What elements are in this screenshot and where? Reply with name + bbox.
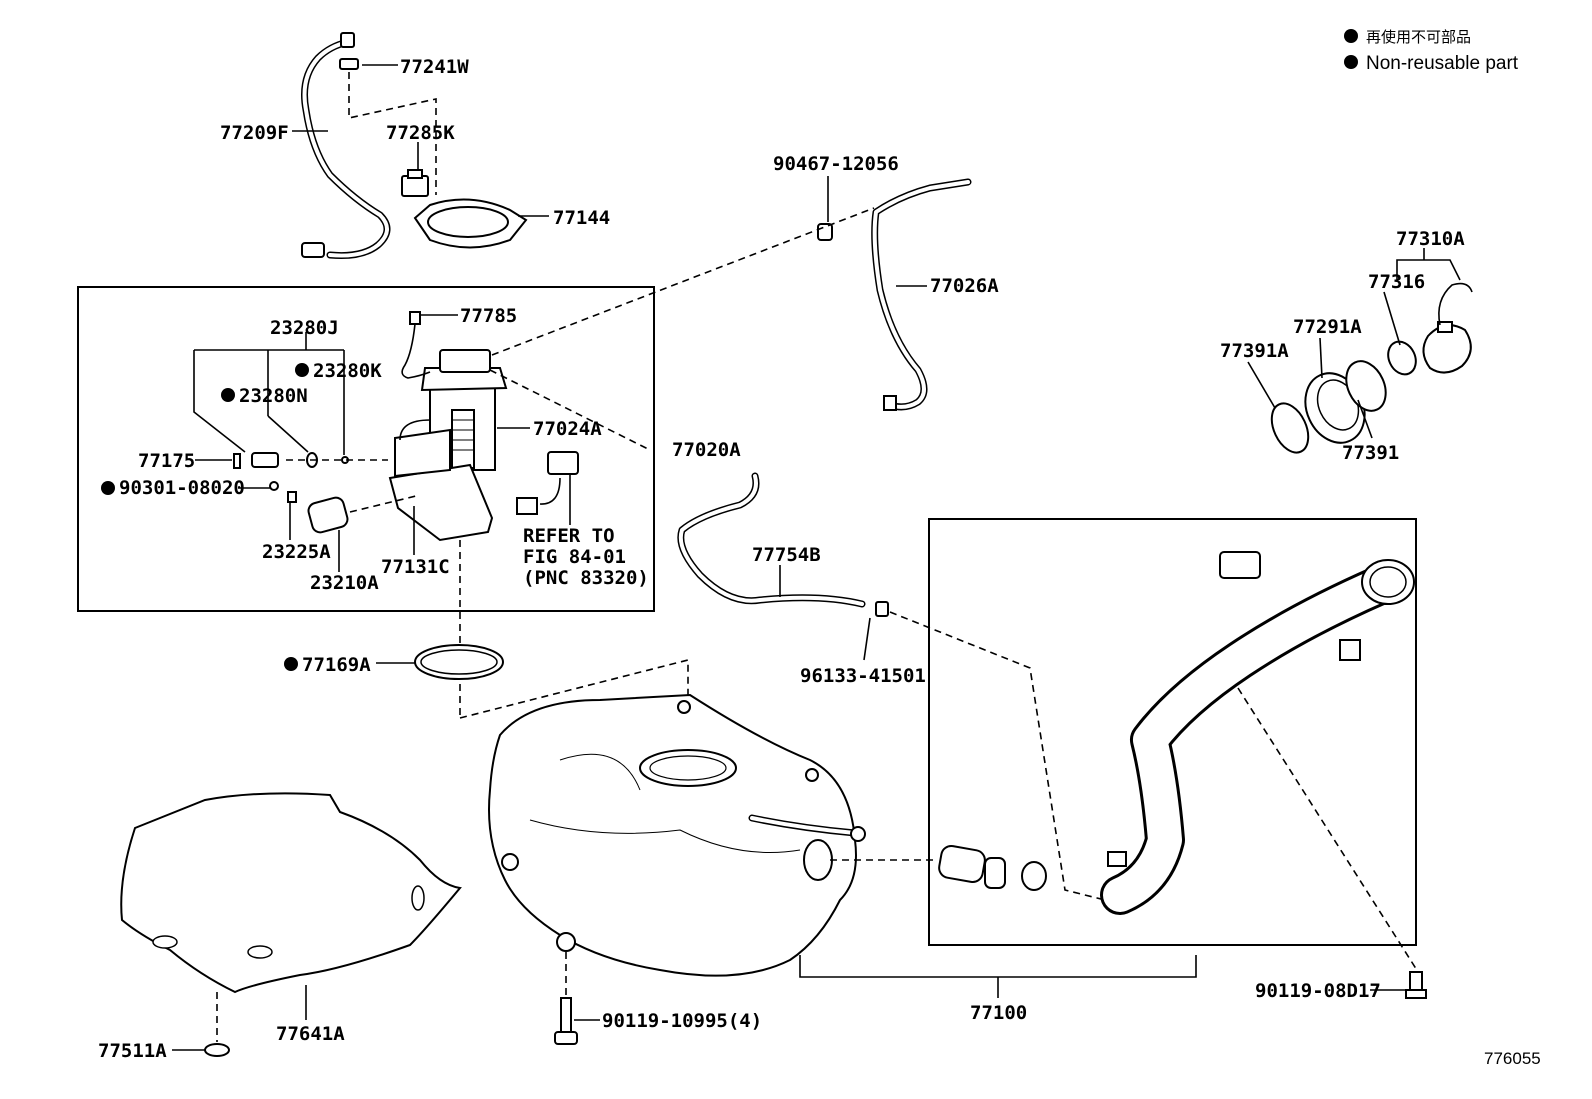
legend: 再使用不可部品 Non-reusable part <box>1344 28 1519 74</box>
leader-dash <box>1237 687 1421 976</box>
leader-lines <box>172 64 1406 1051</box>
gasket-77169A <box>414 644 504 680</box>
label-77391: 77391 <box>1342 442 1399 464</box>
fuel-pump-module-77024A <box>388 311 508 542</box>
clip-77285K <box>401 169 429 197</box>
fuel-tank-77100 <box>488 693 866 977</box>
retainer-ring-77144 <box>413 198 528 249</box>
label-77026A: 77026A <box>930 275 999 297</box>
vent-tube-77026A <box>871 178 972 411</box>
pump-assembly-box <box>77 286 655 612</box>
non-reusable-bullet-icon <box>295 363 309 377</box>
sender-gauge-tube-77209F <box>301 32 391 259</box>
label-77024A: 77024A <box>533 418 602 440</box>
filler-pipe <box>1100 551 1415 915</box>
refer-line-3: (PNC 83320) <box>523 567 649 589</box>
label-77100: 77100 <box>970 1002 1027 1024</box>
label-77131C: 77131C <box>381 556 450 578</box>
label-77020A: 77020A <box>672 439 741 461</box>
label-77285K: 77285K <box>386 122 455 144</box>
label-77291A: 77291A <box>1293 316 1362 338</box>
label-23280J: 23280J <box>270 317 339 339</box>
leader-dash <box>489 369 651 451</box>
label-77316: 77316 <box>1368 271 1425 293</box>
bolt-90119-08D17 <box>1405 971 1427 999</box>
label-90119-10995: 90119-10995(4) <box>602 1010 762 1032</box>
clip-77511A <box>204 1043 230 1057</box>
bracket-77100 <box>799 955 1197 978</box>
label-77175: 77175 <box>138 450 195 472</box>
label-90467-12056: 90467-12056 <box>773 153 899 175</box>
label-77310A: 77310A <box>1396 228 1465 250</box>
wire-harness-connector <box>516 451 579 515</box>
filler-hose-pieces <box>938 845 1047 891</box>
filler-pipe-box <box>928 518 1417 946</box>
leader-dash <box>348 72 437 195</box>
fuel-cap-assembly <box>1270 282 1473 454</box>
label-77144: 77144 <box>553 207 610 229</box>
label-77241W: 77241W <box>400 56 469 78</box>
label-23280K: 23280K <box>313 360 382 382</box>
label-77641A: 77641A <box>276 1023 345 1045</box>
non-reusable-bullet-icon <box>1344 55 1358 69</box>
label-77209F: 77209F <box>220 122 289 144</box>
label-77785: 77785 <box>460 305 517 327</box>
hose-77754B <box>677 472 889 617</box>
leader-dash <box>889 611 1106 901</box>
label-77391A: 77391A <box>1220 340 1289 362</box>
refer-line-2: FIG 84-01 <box>523 546 626 568</box>
part-labels: 77241W 77209F 77285K 77144 90467-12056 7… <box>98 56 1541 1068</box>
label-96133-41501: 96133-41501 <box>800 665 926 687</box>
label-90119-08D17: 90119-08D17 <box>1255 980 1381 1002</box>
non-reusable-bullet-icon <box>101 481 115 495</box>
non-reusable-bullet-icon <box>1344 29 1358 43</box>
label-23280N: 23280N <box>239 385 308 407</box>
leader-line <box>267 415 309 453</box>
non-reusable-bullet-icon <box>284 657 298 671</box>
label-77169A: 77169A <box>302 654 371 676</box>
protector-77641A <box>120 792 462 994</box>
non-reusable-bullet-icon <box>221 388 235 402</box>
clamp-90467 <box>817 223 833 241</box>
diagram-id: 776055 <box>1484 1049 1541 1068</box>
label-77754B: 77754B <box>752 544 821 566</box>
label-23225A: 23225A <box>262 541 331 563</box>
filter-parts <box>233 452 349 534</box>
legend-en-text: Non-reusable part <box>1366 53 1519 74</box>
bracket-23280J <box>193 350 246 453</box>
bolt-90119-10995 <box>554 997 578 1045</box>
label-90301-08020: 90301-08020 <box>119 477 245 499</box>
refer-line-1: REFER TO <box>523 525 615 547</box>
label-77511A: 77511A <box>98 1040 167 1062</box>
leader-dash <box>491 207 875 356</box>
legend-jp-text: 再使用不可部品 <box>1366 28 1471 46</box>
label-23210A: 23210A <box>310 572 379 594</box>
